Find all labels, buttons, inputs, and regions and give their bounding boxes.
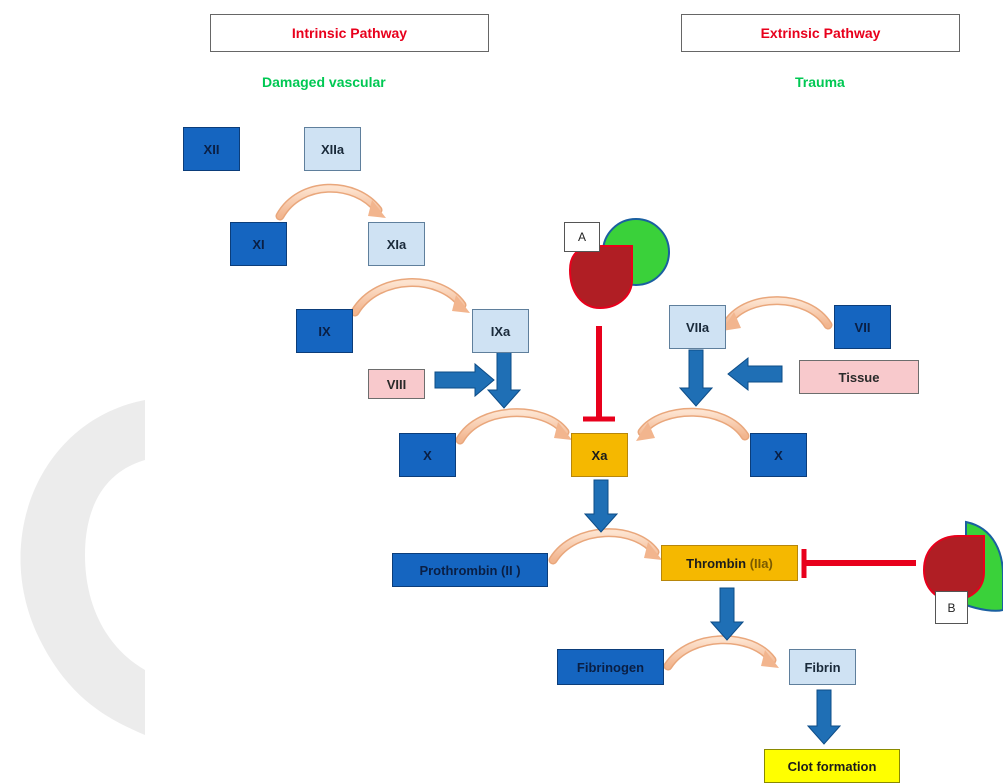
factor-xii: XII (183, 127, 240, 171)
factor-vii: VII (834, 305, 891, 349)
arrow-viii-to-ixa (434, 362, 495, 398)
factor-ix: IX (296, 309, 353, 353)
factor-xa: Xa (571, 433, 628, 477)
inhibitor-b-icon (922, 520, 1003, 612)
conversion-arc-fibrinogen (663, 635, 779, 671)
factor-viia: VIIa (669, 305, 726, 349)
conversion-arc-prothrombin (548, 528, 662, 565)
arrow-thrombin-down (709, 587, 745, 641)
fibrin: Fibrin (789, 649, 856, 685)
arrow-tissue-left (727, 356, 783, 392)
extrinsic-pathway-header: Extrinsic Pathway (681, 14, 960, 52)
factor-xiia: XIIa (304, 127, 361, 171)
factor-xia: XIa (368, 222, 425, 266)
inhibition-b-to-thrombin (801, 549, 916, 578)
arrow-xa-down (583, 479, 619, 533)
prothrombin: Prothrombin (II ) (392, 553, 548, 587)
fibrinogen: Fibrinogen (557, 649, 664, 685)
extrinsic-subtitle: Trauma (795, 74, 845, 90)
conversion-arc-x-left (455, 408, 572, 445)
conversion-arc-vii (722, 296, 833, 331)
inhibitor-b-label: B (935, 591, 968, 624)
thrombin: Thrombin (IIa) (661, 545, 798, 581)
factor-viii: VIII (368, 369, 425, 399)
tissue-factor: Tissue (799, 360, 919, 394)
conversion-arc-ix (350, 278, 470, 317)
factor-x-right: X (750, 433, 807, 477)
inhibitor-a-label: A (564, 222, 600, 252)
arrow-viia-down (678, 349, 714, 407)
conversion-arc-xi (275, 183, 386, 221)
inhibitor-a-icon (568, 218, 670, 310)
inhibition-a-to-xa (583, 326, 615, 422)
thrombin-sublabel: (IIa) (749, 555, 773, 571)
factor-ixa: IXa (472, 309, 529, 353)
conversion-arc-x-right (636, 407, 750, 441)
arrow-ixa-down (486, 351, 522, 409)
arrow-fibrin-down (806, 689, 842, 745)
clot-formation: Clot formation (764, 749, 900, 783)
intrinsic-pathway-header: Intrinsic Pathway (210, 14, 489, 52)
intrinsic-subtitle: Damaged vascular (262, 74, 386, 90)
thrombin-label: Thrombin (686, 555, 747, 571)
factor-x-left: X (399, 433, 456, 477)
factor-xi: XI (230, 222, 287, 266)
